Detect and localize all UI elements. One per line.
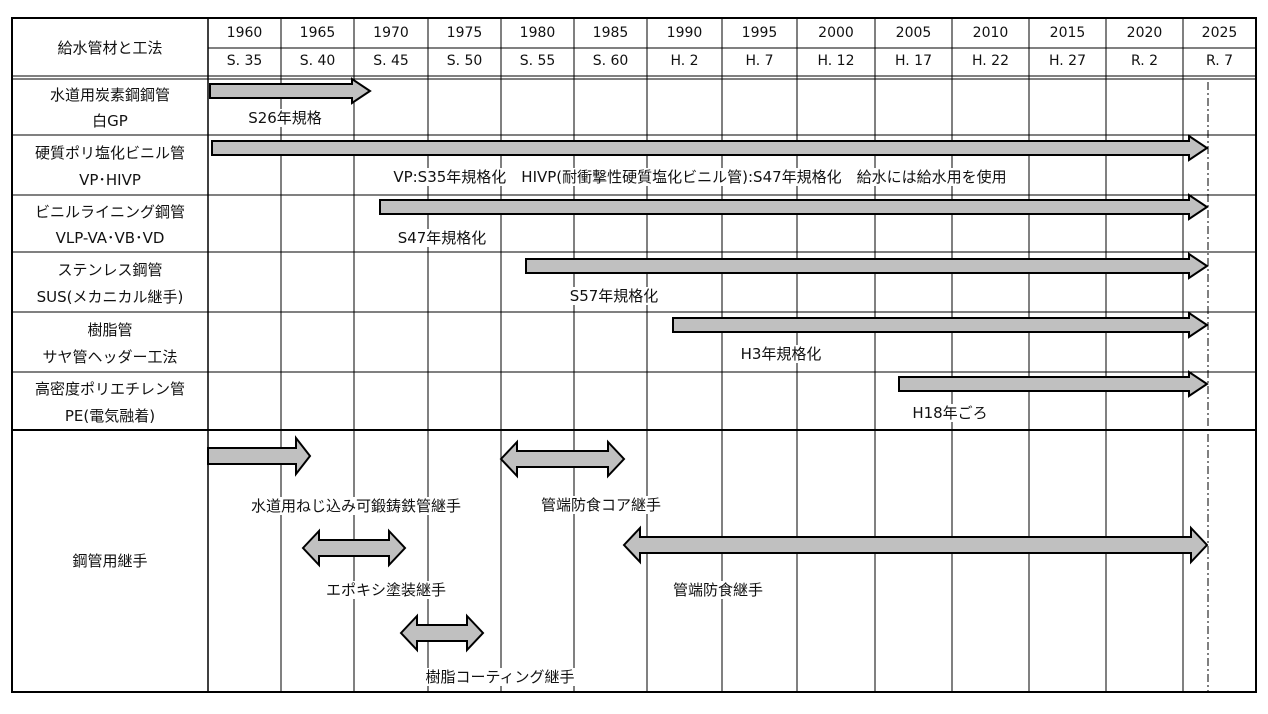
arrow-epoxy-joint xyxy=(301,528,407,568)
year-2025: 2025 xyxy=(1201,25,1238,41)
year-1965: 1965 xyxy=(299,25,336,41)
row-label-name: ビニルライニング鋼管 xyxy=(34,203,186,222)
era-label: H. 12 xyxy=(817,53,855,69)
year-1990: 1990 xyxy=(666,25,703,41)
row-label-name: 樹脂管 xyxy=(87,321,133,339)
row-note: S57年規格化 xyxy=(567,287,661,305)
year-2015: 2015 xyxy=(1049,25,1086,41)
row-label-name: ステンレス鋼管 xyxy=(57,261,163,279)
row-label-name: 水道用炭素鋼鋼管 xyxy=(49,86,171,105)
year-1975: 1975 xyxy=(446,25,483,41)
arrow-resin-pipe xyxy=(672,311,1209,339)
era-label: R. 2 xyxy=(1130,53,1159,69)
arrow-malleable-iron-joint xyxy=(207,435,312,477)
era-label: S. 55 xyxy=(519,53,556,69)
year-1960: 1960 xyxy=(226,25,263,41)
joint-label-anticorrosion: 管端防食継手 xyxy=(670,581,766,599)
joint-label-malleable-iron: 水道用ねじ込み可鍛鋳鉄管継手 xyxy=(248,497,464,515)
year-1995: 1995 xyxy=(741,25,778,41)
era-label: H. 2 xyxy=(670,53,699,69)
table-border xyxy=(11,17,1257,693)
row-note: S47年規格化 xyxy=(395,229,489,247)
joint-label-epoxy: エポキシ塗装継手 xyxy=(323,581,449,599)
era-label: S. 60 xyxy=(592,53,629,69)
era-label: H. 22 xyxy=(972,53,1009,69)
year-2000: 2000 xyxy=(818,25,854,41)
row-label-name: 高密度ポリエチレン管 xyxy=(34,380,186,399)
arrow-anticorrosion-joint xyxy=(622,525,1209,565)
era-label: H. 27 xyxy=(1049,53,1086,69)
arrow-resin-coated-joint xyxy=(399,613,485,653)
row-note: H3年規格化 xyxy=(738,345,824,363)
row-label-name: 硬質ポリ塩化ビニル管 xyxy=(34,144,186,162)
joints-label: 鋼管用継手 xyxy=(72,552,148,570)
joint-label-core: 管端防食コア継手 xyxy=(538,496,664,514)
row-label-sub: 白GP xyxy=(92,111,128,130)
row-note: S26年規格 xyxy=(246,109,324,127)
header-title: 給水管材と工法 xyxy=(57,39,163,57)
row-label-sub: VP･HIVP xyxy=(79,171,141,189)
arrow-pvc xyxy=(211,134,1209,162)
row-note: VP:S35年規格化 HIVP(耐衝撃性硬質塩化ビニル管):S47年規格化 給水… xyxy=(391,168,1009,186)
era-label: S. 40 xyxy=(299,53,336,69)
year-2010: 2010 xyxy=(972,25,1009,41)
era-label: S. 35 xyxy=(226,53,263,69)
year-2020: 2020 xyxy=(1126,25,1163,41)
year-1980: 1980 xyxy=(519,25,556,41)
row-label-sub: VLP-VA･VB･VD xyxy=(55,228,165,247)
year-1970: 1970 xyxy=(373,25,409,41)
era-label: R. 7 xyxy=(1205,53,1234,69)
year-1985: 1985 xyxy=(592,25,629,41)
arrow-white-gp xyxy=(209,77,372,105)
arrow-polyethylene xyxy=(898,370,1209,398)
arrow-core-joint xyxy=(499,439,626,479)
year-2005: 2005 xyxy=(895,25,932,41)
row-label-sub: サヤ管ヘッダー工法 xyxy=(42,348,178,366)
row-label-sub: PE(電気融着) xyxy=(64,406,156,425)
era-label: H. 17 xyxy=(895,53,932,69)
arrow-vinyl-lined xyxy=(379,193,1209,221)
era-label: S. 50 xyxy=(446,53,483,69)
era-label: H. 7 xyxy=(745,53,774,69)
arrow-stainless xyxy=(525,252,1209,280)
joint-label-resin-coated: 樹脂コーティング継手 xyxy=(423,668,577,686)
row-label-sub: SUS(メカニカル継手) xyxy=(36,288,184,306)
row-note: H18年ごろ xyxy=(910,404,990,422)
era-label: S. 45 xyxy=(373,53,409,69)
